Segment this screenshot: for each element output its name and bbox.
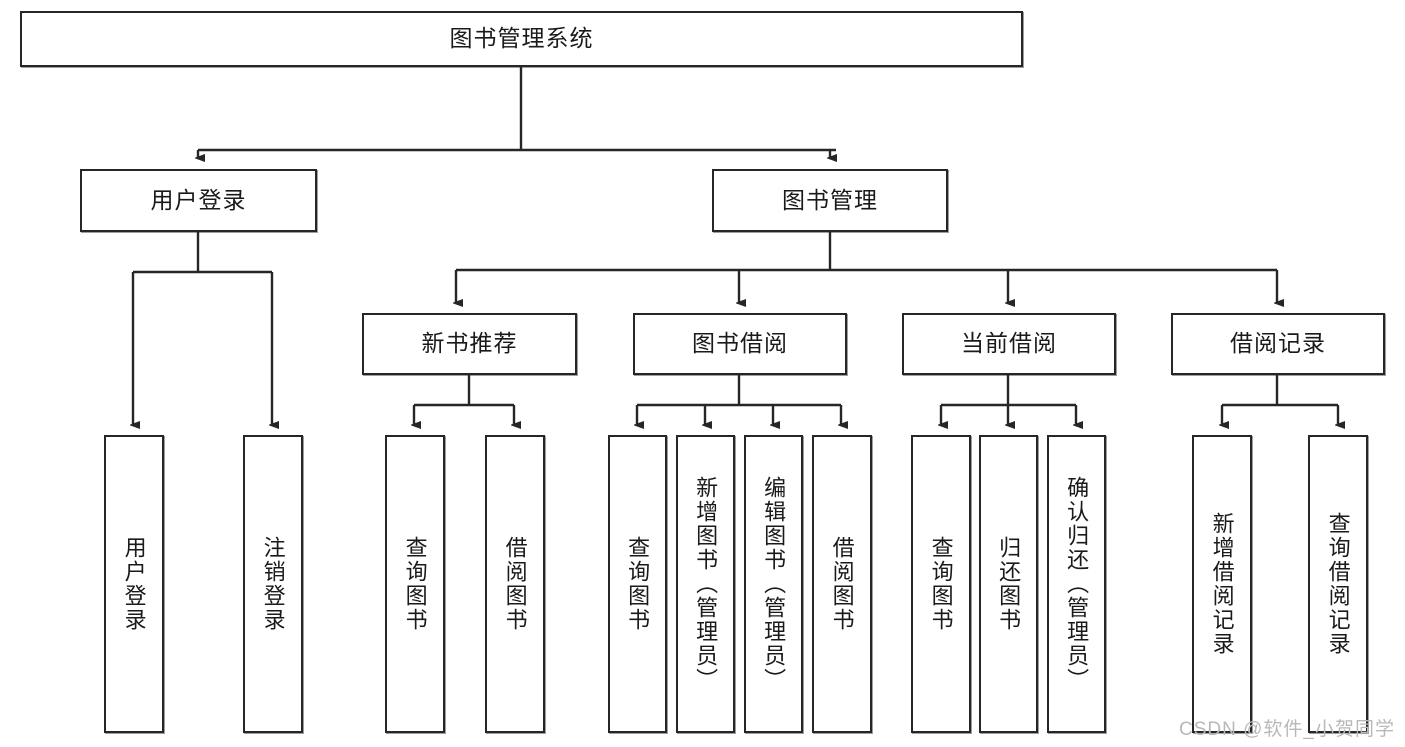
node-current-borrow[interactable]: 当前借阅 <box>902 313 1116 375</box>
node-leaf-confirm-return-label: 确认归还（管理员） <box>1064 476 1090 692</box>
node-borrow-record-label: 借阅记录 <box>1230 330 1326 357</box>
node-book-borrow-label: 图书借阅 <box>692 330 788 357</box>
node-user-login[interactable]: 用户登录 <box>80 169 317 232</box>
node-new-book-rec-label: 新书推荐 <box>421 330 518 357</box>
node-leaf-logout-label: 注销登录 <box>260 536 286 632</box>
node-root[interactable]: 图书管理系统 <box>20 11 1023 67</box>
node-leaf-return-book[interactable]: 归还图书 <box>979 435 1038 733</box>
node-leaf-logout[interactable]: 注销登录 <box>243 435 303 733</box>
node-new-book-rec[interactable]: 新书推荐 <box>362 313 577 375</box>
node-leaf-borrow-book-label: 借阅图书 <box>829 536 855 632</box>
node-leaf-add-borrow-record[interactable]: 新增借阅记录 <box>1192 435 1252 733</box>
node-leaf-query-book-borrow-label: 查询图书 <box>625 536 651 632</box>
node-borrow-record[interactable]: 借阅记录 <box>1171 313 1385 375</box>
node-leaf-query-borrow-record-label: 查询借阅记录 <box>1325 512 1351 656</box>
node-current-borrow-label: 当前借阅 <box>961 330 1057 357</box>
node-leaf-query-book-current-label: 查询图书 <box>928 536 954 632</box>
node-leaf-add-borrow-record-label: 新增借阅记录 <box>1209 512 1235 656</box>
node-leaf-borrow-book[interactable]: 借阅图书 <box>812 435 872 733</box>
watermark: CSDN @软件_小贺同学 <box>1179 719 1395 740</box>
node-leaf-query-book-rec-label: 查询图书 <box>402 536 428 632</box>
node-root-label: 图书管理系统 <box>449 25 594 52</box>
node-leaf-borrow-book-rec-label: 借阅图书 <box>502 536 528 632</box>
node-leaf-add-book[interactable]: 新增图书（管理员） <box>676 435 735 733</box>
node-leaf-query-book-current[interactable]: 查询图书 <box>911 435 971 733</box>
node-leaf-user-login[interactable]: 用户登录 <box>104 435 164 733</box>
node-leaf-query-book-borrow[interactable]: 查询图书 <box>608 435 667 733</box>
node-leaf-return-book-label: 归还图书 <box>996 536 1022 632</box>
node-leaf-edit-book[interactable]: 编辑图书（管理员） <box>744 435 803 733</box>
node-leaf-query-borrow-record[interactable]: 查询借阅记录 <box>1308 435 1368 733</box>
node-book-manage[interactable]: 图书管理 <box>712 169 948 232</box>
node-leaf-borrow-book-rec[interactable]: 借阅图书 <box>485 435 545 733</box>
node-user-login-label: 用户登录 <box>150 186 247 213</box>
node-leaf-edit-book-label: 编辑图书（管理员） <box>761 476 787 692</box>
node-book-manage-label: 图书管理 <box>782 186 878 213</box>
node-leaf-confirm-return[interactable]: 确认归还（管理员） <box>1047 435 1106 733</box>
node-leaf-query-book-rec[interactable]: 查询图书 <box>385 435 445 733</box>
node-leaf-add-book-label: 新增图书（管理员） <box>693 476 719 692</box>
node-book-borrow[interactable]: 图书借阅 <box>633 313 847 375</box>
node-leaf-user-login-label: 用户登录 <box>121 536 147 632</box>
